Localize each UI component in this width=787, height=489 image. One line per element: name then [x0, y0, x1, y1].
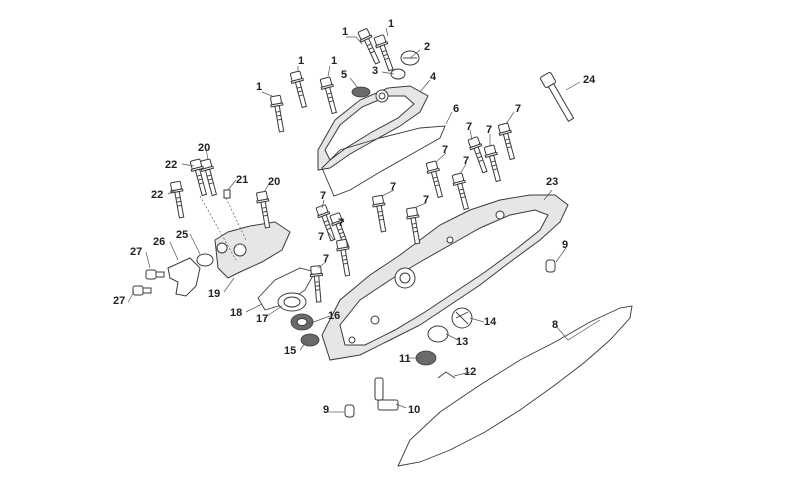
- bolt-7c: [482, 144, 505, 183]
- callout-12: 12: [464, 366, 476, 378]
- callout-22: 22: [151, 189, 163, 201]
- callout-9: 9: [562, 239, 568, 251]
- dowel-pin-a: [545, 259, 556, 273]
- spring-14: [451, 307, 473, 329]
- callout-21: 21: [236, 174, 248, 186]
- gasket-18: [257, 267, 316, 311]
- callout-3: 3: [372, 65, 378, 77]
- bolt-7k: [309, 264, 326, 303]
- callout-7: 7: [390, 181, 396, 193]
- valve-cover-gasket: [321, 125, 446, 197]
- leader-lines: [127, 27, 601, 413]
- pump-impeller: [277, 292, 307, 312]
- callout-7: 7: [486, 124, 492, 136]
- callout-27: 27: [113, 295, 125, 307]
- callout-11: 11: [399, 353, 411, 365]
- callout-19: 19: [208, 288, 220, 300]
- bolt-7e: [450, 172, 473, 211]
- bolt-7j: [334, 238, 354, 278]
- callout-1: 1: [342, 26, 348, 38]
- callout-16: 16: [328, 310, 340, 322]
- pump-seal: [290, 313, 314, 331]
- fitting-27b: [132, 285, 152, 296]
- bolt-7a: [496, 122, 519, 161]
- callout-14: 14: [484, 316, 497, 328]
- valve-cover: [317, 85, 429, 171]
- bolt-22b: [168, 180, 188, 220]
- pin-21: [223, 189, 231, 199]
- callout-4: 4: [430, 71, 437, 83]
- callout-1: 1: [298, 55, 304, 67]
- o-ring-13: [427, 325, 449, 343]
- seal-15: [300, 333, 320, 347]
- callout-17: 17: [256, 313, 268, 325]
- callout-7: 7: [463, 155, 469, 167]
- washer-3: [390, 68, 406, 80]
- callout-10: 10: [408, 404, 420, 416]
- elbow-pipe: [167, 257, 201, 297]
- callout-26: 26: [153, 236, 165, 248]
- o-ring: [196, 253, 214, 267]
- callout-5: 5: [341, 69, 347, 81]
- callout-24: 24: [583, 74, 596, 86]
- callout-18: 18: [230, 307, 242, 319]
- callout-20: 20: [268, 176, 280, 188]
- sensor-10: [374, 377, 399, 411]
- fitting-27a: [145, 269, 165, 280]
- bolt-1d: [318, 76, 341, 115]
- callout-15: 15: [284, 345, 296, 357]
- callout-7: 7: [515, 103, 521, 115]
- callout-7: 7: [442, 144, 448, 156]
- cylinder-head: [321, 194, 569, 361]
- callout-23: 23: [546, 176, 558, 188]
- callout-25: 25: [176, 229, 188, 241]
- callout-7: 7: [318, 231, 324, 243]
- callout-1: 1: [256, 81, 262, 93]
- dowel-pin-b: [344, 404, 355, 418]
- long-bolt: [540, 72, 575, 123]
- bolt-7f: [370, 194, 390, 234]
- callout-8: 8: [552, 319, 558, 331]
- callout-6: 6: [453, 103, 459, 115]
- callout-7: 7: [323, 253, 329, 265]
- callout-7: 7: [466, 121, 472, 133]
- callout-27: 27: [130, 246, 142, 258]
- bolt-1e: [268, 94, 288, 134]
- thermostat-housing: [214, 221, 291, 279]
- bolt-1c: [288, 70, 311, 109]
- callout-7: 7: [338, 217, 344, 229]
- callout-7: 7: [423, 194, 429, 206]
- callout-1: 1: [388, 18, 394, 30]
- callout-22: 22: [165, 159, 177, 171]
- callout-20: 20: [198, 142, 210, 154]
- callout-13: 13: [456, 336, 468, 348]
- bolt-7d: [424, 160, 447, 199]
- clip-12: [437, 371, 456, 379]
- head-gasket: [397, 305, 633, 467]
- callout-9: 9: [323, 404, 329, 416]
- seal-5: [351, 86, 371, 98]
- callout-labels: 1 1 1 1 1 2 3 4 5 6 7 7 7 7 7 7 7 7 7 7 …: [113, 18, 596, 416]
- callout-1: 1: [331, 55, 337, 67]
- callout-7: 7: [320, 190, 326, 202]
- callout-2: 2: [424, 41, 430, 53]
